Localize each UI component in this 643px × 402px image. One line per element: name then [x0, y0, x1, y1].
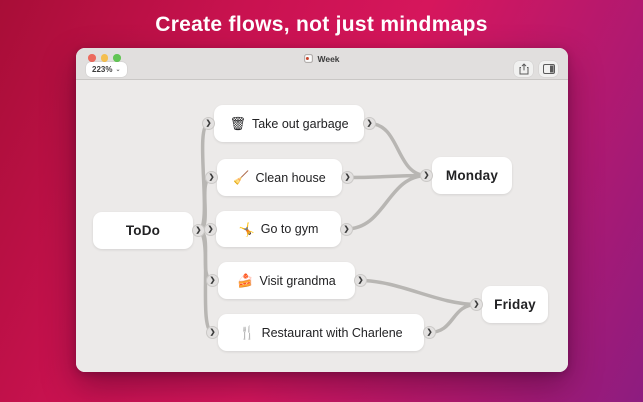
- connector-chevron-icon[interactable]: ❯: [192, 224, 205, 237]
- connector-chevron-icon[interactable]: ❯: [420, 169, 433, 182]
- mindmap-node-monday[interactable]: Monday ❯: [420, 157, 512, 194]
- connector-chevron-icon[interactable]: ❯: [206, 326, 219, 339]
- connection-gym-monday: [344, 173, 429, 231]
- document-title: Week: [76, 52, 568, 65]
- node-label: Friday: [494, 297, 536, 312]
- mindmap-node-friday[interactable]: Friday ❯: [470, 286, 548, 323]
- share-icon: [519, 63, 528, 75]
- connection-restaurant-friday: [427, 302, 479, 335]
- connector-chevron-icon[interactable]: ❯: [470, 298, 483, 311]
- document-title-label: Week: [317, 53, 340, 64]
- node-label: Visit grandma: [259, 273, 336, 288]
- document-icon: [304, 54, 314, 63]
- node-label: ToDo: [125, 223, 161, 238]
- mindmap-node-grandma[interactable]: 🍰 Visit grandma ❯ ❯: [206, 262, 367, 299]
- connector-chevron-icon[interactable]: ❯: [206, 274, 219, 287]
- connection-grandma-friday: [358, 278, 479, 307]
- node-label: Restaurant with Charlene: [261, 325, 403, 340]
- share-button[interactable]: [514, 61, 533, 77]
- connector-chevron-icon[interactable]: ❯: [205, 171, 218, 184]
- mindmap-node-gym[interactable]: 🤸 Go to gym ❯ ❯: [204, 211, 353, 247]
- connector-chevron-icon[interactable]: ❯: [423, 326, 436, 339]
- app-window: 223% ⌄ Week: [76, 48, 568, 372]
- zoom-level-value: 223%: [92, 65, 113, 74]
- mindmap-node-restaurant[interactable]: 🍴 Restaurant with Charlene ❯ ❯: [206, 314, 436, 351]
- connector-chevron-icon[interactable]: ❯: [202, 117, 215, 130]
- connector-chevron-icon[interactable]: ❯: [363, 117, 376, 130]
- mindmap-canvas[interactable]: ToDo❯🗑Take out garbage❯❯🧹Clean house❯❯🤸G…: [76, 81, 568, 372]
- connector-chevron-icon[interactable]: ❯: [204, 222, 217, 236]
- mindmap-node-clean[interactable]: 🧹 Clean house ❯ ❯: [205, 159, 354, 196]
- close-window-button[interactable]: [88, 54, 96, 62]
- connection-garbage-monday: [367, 121, 429, 178]
- chevron-down-icon: ⌄: [115, 67, 121, 73]
- node-emoji: 🍴: [239, 325, 256, 340]
- node-label: Clean house: [255, 170, 326, 185]
- sidebar-toggle-button[interactable]: [539, 61, 558, 77]
- traffic-lights: [88, 54, 121, 62]
- connector-chevron-icon[interactable]: ❯: [354, 274, 367, 287]
- page-title: Create flows, not just mindmaps: [155, 13, 488, 36]
- node-label: Take out garbage: [251, 116, 349, 131]
- mindmap-node-garbage[interactable]: 🗑 Take out garbage ❯ ❯: [202, 105, 376, 142]
- mindmap-node-todo[interactable]: ToDo ❯: [93, 212, 205, 249]
- node-emoji: 🗑: [229, 116, 246, 131]
- sidebar-icon: [542, 64, 555, 74]
- toolbar-buttons: [514, 61, 558, 77]
- connector-chevron-icon[interactable]: ❯: [340, 222, 353, 236]
- zoom-level-control[interactable]: 223% ⌄: [86, 62, 127, 77]
- connector-chevron-icon[interactable]: ❯: [341, 171, 354, 184]
- node-emoji: 🧹: [233, 170, 250, 185]
- zoom-window-button[interactable]: [113, 54, 121, 62]
- node-emoji: 🍰: [237, 273, 254, 288]
- node-label: Go to gym: [260, 222, 319, 236]
- window-titlebar: 223% ⌄ Week: [76, 48, 568, 80]
- minimize-window-button[interactable]: [100, 54, 108, 62]
- node-emoji: 🤸: [238, 221, 255, 237]
- node-label: Monday: [445, 168, 499, 183]
